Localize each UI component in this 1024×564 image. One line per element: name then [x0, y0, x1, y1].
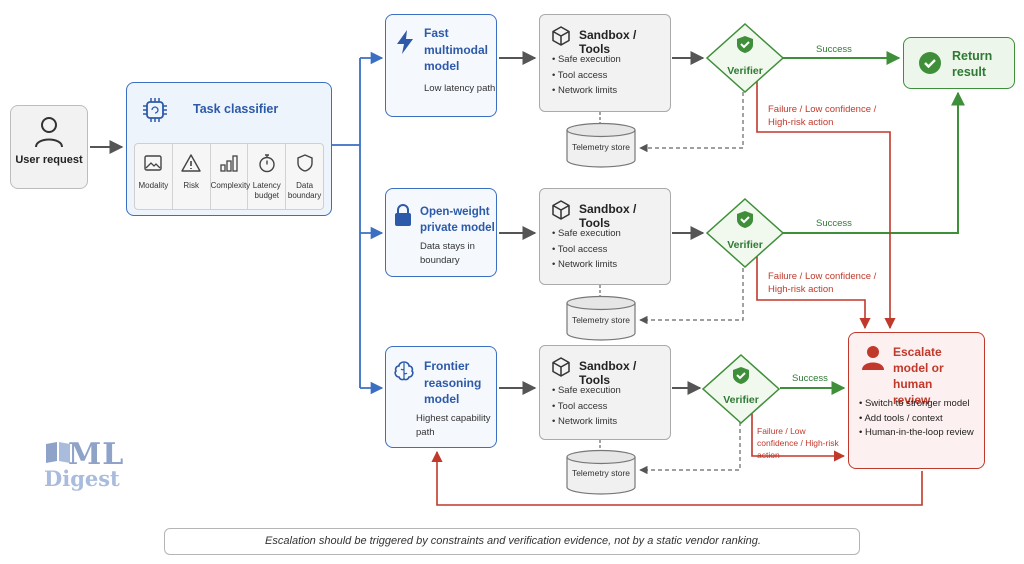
- sandbox-item: Safe execution: [552, 52, 621, 68]
- model-subtitle: Data stays in boundary: [420, 241, 475, 266]
- warning-icon: [181, 154, 201, 172]
- edge-verifier2-telemetry: [639, 268, 744, 325]
- sandbox-item: Tool access: [552, 399, 621, 415]
- model-subtitle: Low latency path: [424, 83, 496, 94]
- verifier-diamond: [706, 23, 784, 93]
- escalate-item: Human-in-the-loop review: [859, 426, 984, 441]
- failure-label: Failure / Low confidence / High-risk act…: [768, 271, 877, 295]
- escalate-node: Escalate model or human review Switch to…: [848, 332, 985, 469]
- edge-verifier1-telemetry: [639, 92, 744, 153]
- sandbox-item: Network limits: [552, 83, 621, 99]
- user-request-label: User request: [15, 154, 83, 166]
- sandbox-item: Safe execution: [552, 383, 621, 399]
- verifier-label: Verifier: [727, 239, 763, 251]
- model-title: Frontier reasoning model: [424, 359, 482, 406]
- edge-failure-2: [756, 255, 871, 330]
- edge-escalate-loop: [431, 450, 923, 506]
- edge-failure-1: [756, 80, 896, 330]
- return-result-label: Return result: [952, 49, 993, 79]
- lightning-icon: [397, 30, 413, 54]
- user-icon: [35, 117, 63, 148]
- verifier-diamond: [702, 354, 780, 424]
- success-label: Success: [816, 44, 852, 55]
- model-frontier-reasoning: Frontier reasoning model Highest capabil…: [385, 346, 497, 448]
- model-open-weight-private: Open-weight private model Data stays in …: [385, 188, 497, 277]
- sandbox-tools-3: Sandbox / Tools Safe execution Tool acce…: [539, 345, 671, 440]
- brain-icon: [394, 361, 414, 381]
- sandbox-list: Safe execution Tool access Network limit…: [552, 383, 621, 430]
- edge-verifier3-telemetry: [639, 422, 741, 475]
- footer-note: Escalation should be triggered by constr…: [164, 528, 860, 555]
- shield-icon: [296, 154, 313, 172]
- edge-classifier-branch: [332, 58, 361, 388]
- chip-icon: [143, 98, 167, 122]
- failure-label: Failure / Low confidence / High-risk act…: [768, 104, 877, 128]
- classifier-factors: Modality Risk Complexity Latency budget: [134, 143, 324, 210]
- escalate-item: Switch to stronger model: [859, 397, 984, 412]
- telemetry-label: Telemetry store: [571, 468, 631, 478]
- cube-icon: [552, 200, 570, 220]
- verifier-label: Verifier: [723, 394, 759, 406]
- task-classifier-node: Task classifier Modality Risk Complexity: [126, 82, 332, 216]
- lock-icon: [395, 204, 411, 226]
- database-icon: [566, 295, 636, 341]
- factor-complexity: Complexity: [211, 144, 250, 209]
- failure-label: Failure / Low confidence / High-risk act…: [757, 426, 839, 460]
- shield-check-icon: [737, 211, 753, 228]
- escalate-item: Add tools / context: [859, 412, 984, 427]
- sandbox-item: Safe execution: [552, 226, 621, 242]
- edge-success-2: [783, 91, 965, 234]
- sandbox-item: Network limits: [552, 414, 621, 430]
- sandbox-tools-1: Sandbox / Tools Safe execution Tool acce…: [539, 14, 671, 112]
- bar-chart-icon: [220, 155, 238, 172]
- model-subtitle: Highest capability path: [416, 413, 491, 438]
- verifier-diamond: [706, 198, 784, 268]
- success-label: Success: [792, 373, 828, 384]
- image-icon: [144, 155, 163, 171]
- logo-ml: ML: [68, 437, 125, 472]
- return-result-node: Return result: [903, 37, 1015, 89]
- sandbox-item: Network limits: [552, 257, 621, 273]
- telemetry-label: Telemetry store: [571, 315, 631, 325]
- factor-latency-budget: Latency budget: [248, 144, 287, 209]
- stopwatch-icon: [259, 154, 275, 173]
- cube-icon: [552, 26, 570, 46]
- cube-icon: [552, 357, 570, 377]
- database-icon: [566, 449, 636, 495]
- verifier-label: Verifier: [727, 65, 763, 77]
- success-label: Success: [816, 218, 852, 229]
- telemetry-label: Telemetry store: [571, 142, 631, 152]
- user-request-node: User request: [10, 105, 88, 189]
- factor-modality: Modality: [135, 144, 173, 209]
- factor-data-boundary: Data boundary: [286, 144, 323, 209]
- sandbox-item: Tool access: [552, 68, 621, 84]
- model-title: Open-weight private model: [420, 206, 495, 234]
- sandbox-tools-2: Sandbox / Tools Safe execution Tool acce…: [539, 188, 671, 285]
- database-icon: [566, 122, 636, 168]
- shield-check-icon: [733, 367, 749, 384]
- book-icon: [46, 442, 70, 463]
- footer-text: Escalation should be triggered by constr…: [265, 535, 761, 547]
- check-circle-icon: [919, 52, 941, 74]
- model-fast-multimodal: Fast multimodal model Low latency path: [385, 14, 497, 117]
- edge-failure-3: [751, 412, 846, 462]
- sandbox-list: Safe execution Tool access Network limit…: [552, 52, 621, 99]
- model-title: Fast multimodal model: [424, 26, 489, 73]
- logo-digest: Digest: [44, 466, 120, 491]
- sandbox-item: Tool access: [552, 242, 621, 258]
- person-icon: [862, 346, 884, 370]
- factor-risk: Risk: [173, 144, 211, 209]
- shield-check-icon: [737, 36, 753, 53]
- sandbox-list: Safe execution Tool access Network limit…: [552, 226, 621, 273]
- classifier-title: Task classifier: [193, 102, 279, 116]
- escalate-list: Switch to stronger model Add tools / con…: [859, 397, 984, 441]
